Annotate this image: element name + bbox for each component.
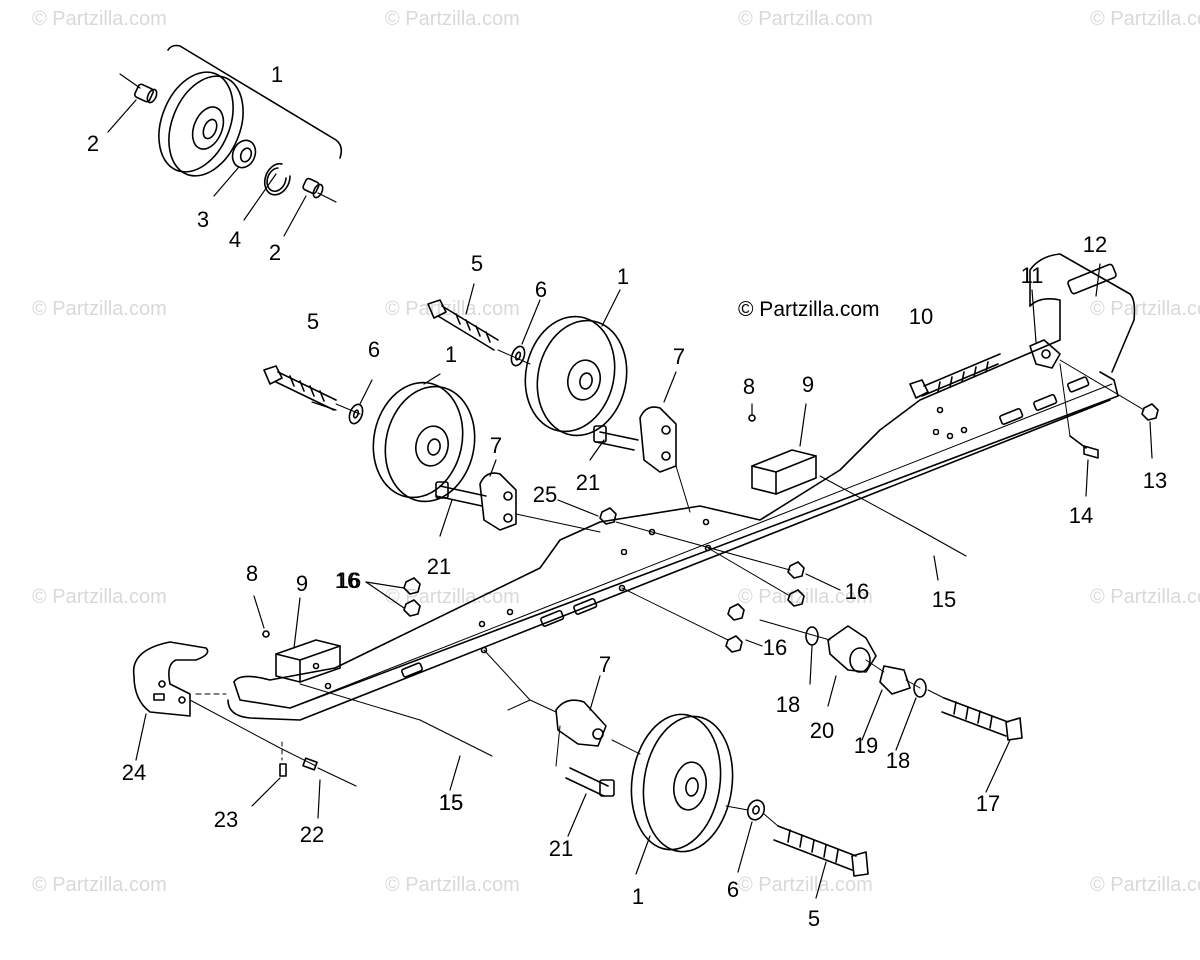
bracket-7 [479,472,517,531]
watermark: © Partzilla.com [32,298,167,320]
bolt-small-a [435,481,487,507]
bushing [133,83,158,104]
callout-number: 6 [726,877,740,902]
bolt-rear [909,353,1001,399]
wheel-lower [630,713,734,853]
watermark: © Partzilla.com [738,8,873,30]
wear-block [751,449,817,495]
watermark: © Partzilla.com [32,586,167,608]
callout-number: 14 [1068,503,1094,528]
slider-adapter [827,625,877,673]
rail-tip [132,641,227,717]
callout-number: 8 [742,374,756,399]
bushing [302,177,324,199]
callout-number: 7 [598,652,612,677]
callout-number: 16 [762,635,788,660]
assembly-bracket [167,44,343,159]
callout-number: 21 [426,554,452,579]
wheel-middle-upper [524,315,628,437]
watermark: © Partzilla.com [1090,586,1200,608]
callout-number: 5 [470,251,484,276]
callout-leaders [135,263,1153,899]
watermark: © Partzilla.com [385,298,520,320]
bolt-left [263,365,337,411]
wheel-left-upper [372,381,476,503]
callout-number: 1 [631,884,645,909]
callout-number: 10 [908,304,934,329]
callout-number: 17 [975,791,1001,816]
rear-bracket [1029,339,1061,369]
copyright-label: © Partzilla.com [738,298,880,321]
bracket-7 [555,699,607,747]
callout-number: 2 [86,131,100,156]
bolt-small-b [593,425,639,451]
wear-block [275,639,341,683]
slide-rail [227,253,1136,721]
callout-number: 25 [532,482,558,507]
callout-number: 15 [438,790,464,815]
idler-wheel [158,71,244,177]
callout-number: 6 [367,337,381,362]
callout-number: 18 [775,692,801,717]
callout-number: 15 [931,587,957,612]
callout-number: 6 [534,277,548,302]
callout-number: 7 [672,344,686,369]
callout-number: 11 [1020,263,1044,288]
watermark: © Partzilla.com [32,874,167,896]
watermark: © Partzilla.com [32,8,167,30]
callout-number: 5 [807,906,821,931]
callout-number: 21 [575,470,601,495]
wheel-assembly-detail [107,44,343,237]
callout-number: 1 [616,264,630,289]
callout-number: 24 [121,760,147,785]
callout-number: 5 [306,309,320,334]
callout-number: 16 [336,568,362,593]
watermark: © Partzilla.com [1090,298,1200,320]
assembly-lines [189,349,1145,827]
watermark: © Partzilla.com [385,874,520,896]
nuts [403,403,1159,653]
callout-number: 21 [548,836,574,861]
callout-number: 19 [853,733,879,758]
watermark: © Partzilla.com [738,874,873,896]
bearing [231,139,257,169]
callout-number: 12 [1082,232,1108,257]
spacer [879,665,911,695]
washers [262,345,927,821]
watermark: © Partzilla.com [1090,874,1200,896]
callout-number: 18 [885,748,911,773]
bracket-7 [639,406,677,473]
bolt-bottom [773,825,869,877]
bolt-top [427,299,499,351]
callout-number: 16 [334,568,360,593]
small-bolt [1069,435,1099,459]
callout-number: 13 [1142,468,1168,493]
callout-number: 20 [809,718,835,743]
callout-number: 3 [196,207,210,232]
callout-number: 9 [295,571,309,596]
watermark: © Partzilla.com [738,586,873,608]
callout-number: 23 [213,807,239,832]
callout-number: 1 [444,342,458,367]
callout-number: 4 [228,227,242,252]
watermark: © Partzilla.com [1090,8,1200,30]
bolt-lower-right [941,697,1023,741]
callout-number: 2 [268,240,282,265]
bolt-small-c [565,767,615,797]
snap-ring [263,162,291,196]
callout-number: 9 [801,372,815,397]
callout-number: 1 [270,62,284,87]
callout-number: 16 [844,579,870,604]
callout-number: 22 [299,822,325,847]
callout-number: 8 [245,561,259,586]
callout-number: 15 [438,790,464,815]
callout-number: 7 [489,433,503,458]
watermark: © Partzilla.com [385,8,520,30]
